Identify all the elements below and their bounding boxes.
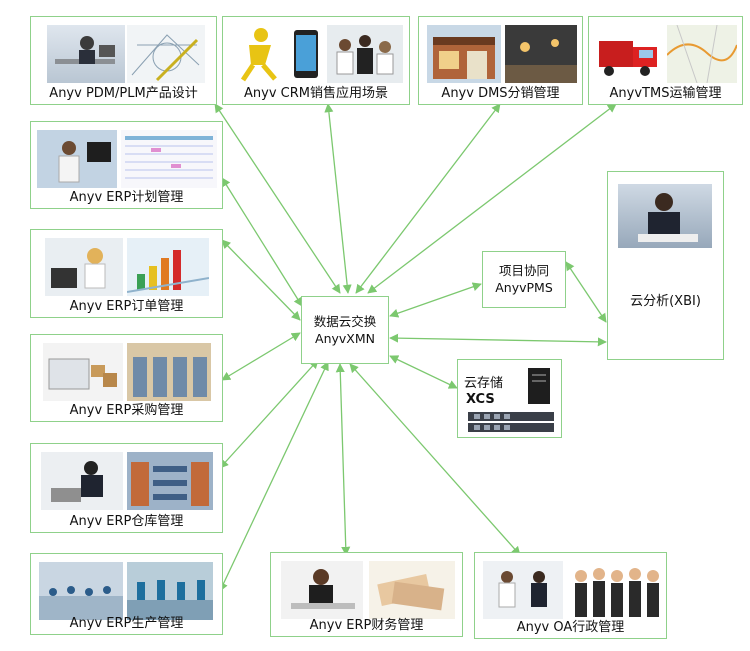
meeting-photo-icon bbox=[327, 25, 403, 83]
arrow-pdm bbox=[214, 103, 341, 294]
module-dms[interactable]: Anyv DMS分销管理 bbox=[418, 16, 583, 105]
module-erp-warehouse[interactable]: Anyv ERP仓库管理 bbox=[30, 443, 223, 533]
headset-photo-icon bbox=[45, 238, 123, 296]
module-label: Anyv DMS分销管理 bbox=[441, 86, 560, 101]
storage-title: 云存储 bbox=[464, 376, 504, 391]
storage-subtitle: XCS bbox=[466, 392, 495, 407]
module-tms[interactable]: AnyvTMS运输管理 bbox=[588, 16, 743, 105]
pms-title: 项目协同 bbox=[498, 263, 549, 278]
arrow-pms bbox=[389, 282, 482, 318]
spreadsheet-icon bbox=[121, 130, 217, 188]
office-photo-icon bbox=[47, 25, 125, 83]
module-crm[interactable]: Anyv CRM销售应用场景 bbox=[222, 16, 410, 105]
xbi-label: 云分析(XBI) bbox=[630, 294, 701, 309]
bar-chart-photo-icon bbox=[127, 238, 209, 296]
module-erp-plan[interactable]: Anyv ERP计划管理 bbox=[30, 121, 223, 209]
boxes-photo-icon bbox=[43, 343, 123, 401]
node-xbi[interactable]: 云分析(XBI) bbox=[607, 171, 724, 360]
arrow-purchase bbox=[221, 332, 301, 381]
module-pdm[interactable]: Anyv PDM/PLM产品设计 bbox=[30, 16, 217, 105]
arrow-oa bbox=[349, 363, 521, 556]
module-label: Anyv CRM销售应用场景 bbox=[244, 86, 388, 101]
node-pms[interactable]: 项目协同 AnyvPMS bbox=[482, 251, 566, 308]
hub-title: 数据云交换 bbox=[313, 314, 377, 329]
store-photo-icon bbox=[427, 25, 501, 83]
module-erp-order[interactable]: Anyv ERP订单管理 bbox=[30, 229, 223, 318]
module-label: Anyv ERP计划管理 bbox=[69, 190, 184, 205]
accountant-photo-icon bbox=[281, 561, 363, 619]
arrow-pms-xbi bbox=[565, 261, 607, 323]
node-xcs[interactable]: 云存储 XCS bbox=[457, 359, 562, 438]
module-label: Anyv ERP订单管理 bbox=[69, 299, 184, 314]
hub-subtitle: AnyvXMN bbox=[315, 331, 375, 346]
module-erp-purchase[interactable]: Anyv ERP采购管理 bbox=[30, 334, 223, 422]
module-label: Anyv ERP财务管理 bbox=[309, 618, 424, 633]
module-label: Anyv ERP采购管理 bbox=[69, 403, 184, 418]
module-label: Anyv OA行政管理 bbox=[516, 620, 625, 635]
blueprint-photo-icon bbox=[127, 25, 205, 83]
arrow-order bbox=[221, 239, 301, 321]
laptop-photo-icon bbox=[41, 452, 123, 510]
executive-photo-icon bbox=[618, 184, 712, 248]
cash-photo-icon bbox=[369, 561, 455, 619]
module-label: Anyv ERP仓库管理 bbox=[69, 514, 184, 529]
module-label: Anyv ERP生产管理 bbox=[69, 616, 184, 631]
module-erp-production[interactable]: Anyv ERP生产管理 bbox=[30, 553, 223, 635]
phone-icon bbox=[291, 25, 321, 83]
server-icon bbox=[528, 368, 550, 404]
arrow-xcs bbox=[389, 355, 458, 389]
arrow-crm bbox=[324, 103, 352, 294]
pms-subtitle: AnyvPMS bbox=[495, 280, 553, 295]
assembly-line-photo-icon bbox=[127, 562, 213, 620]
shelving-photo-icon bbox=[127, 452, 213, 510]
map-photo-icon bbox=[667, 25, 737, 83]
truck-icon bbox=[595, 25, 663, 83]
handshake-photo-icon bbox=[483, 561, 563, 619]
team-photo-icon bbox=[569, 561, 661, 619]
warehouse-photo-icon bbox=[127, 343, 211, 401]
phone-call-photo-icon bbox=[37, 130, 117, 188]
arrow-plan bbox=[221, 177, 303, 307]
module-label: Anyv PDM/PLM产品设计 bbox=[49, 86, 198, 101]
arrow-tms bbox=[367, 103, 617, 294]
hub-xmn[interactable]: 数据云交换 AnyvXMN bbox=[301, 296, 389, 364]
factory-floor-photo-icon bbox=[39, 562, 123, 620]
arrow-dms bbox=[355, 103, 501, 294]
module-oa[interactable]: Anyv OA行政管理 bbox=[474, 552, 667, 639]
mascot-icon bbox=[231, 25, 287, 83]
module-erp-finance[interactable]: Anyv ERP财务管理 bbox=[270, 552, 463, 637]
street-photo-icon bbox=[505, 25, 577, 83]
arrow-xbi bbox=[389, 333, 607, 347]
arrow-production bbox=[219, 361, 329, 592]
arrow-finance bbox=[335, 363, 351, 556]
module-label: AnyvTMS运输管理 bbox=[609, 86, 722, 101]
disk-array-icon bbox=[468, 412, 554, 432]
